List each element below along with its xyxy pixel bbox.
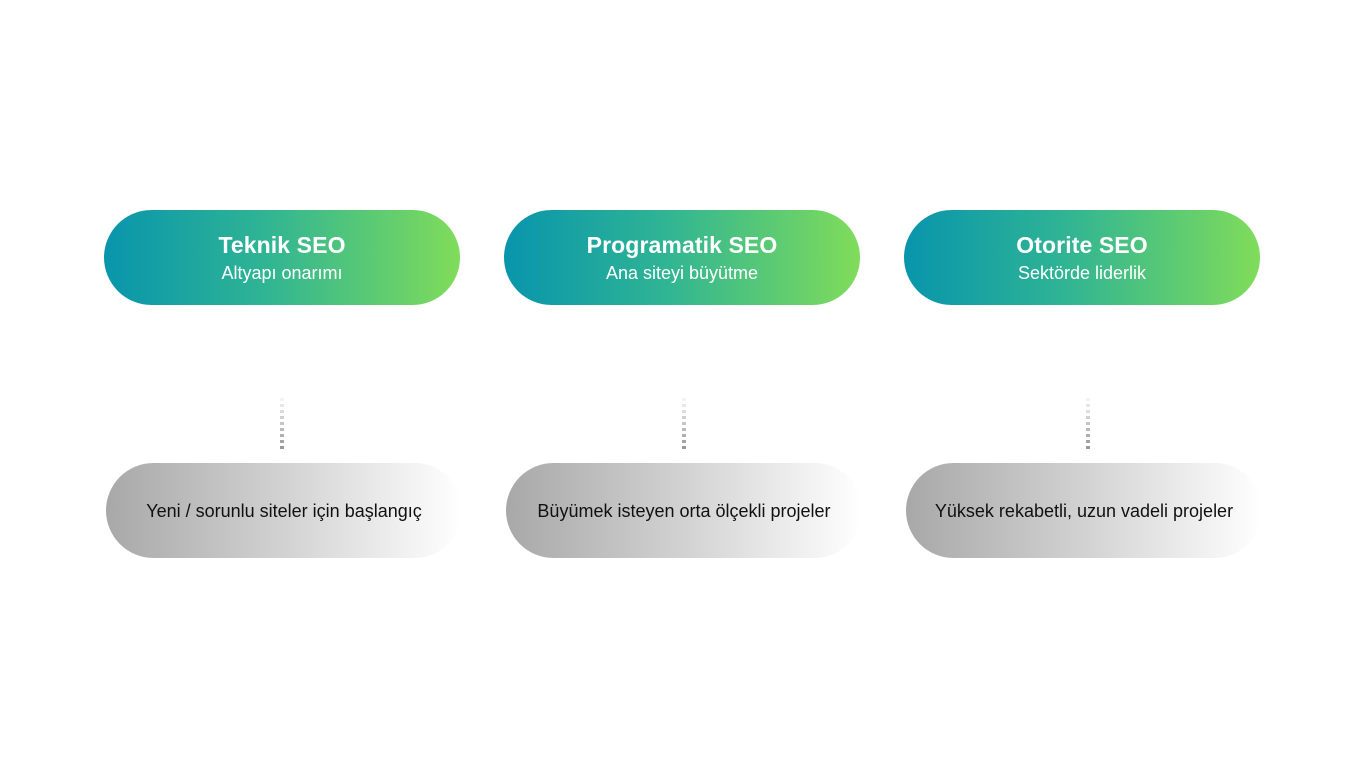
connector-dot bbox=[1086, 398, 1090, 401]
connector-dot bbox=[682, 446, 686, 449]
connector-dot bbox=[682, 398, 686, 401]
connector-dot bbox=[280, 428, 284, 431]
tier-subtitle: Ana siteyi büyütme bbox=[605, 263, 759, 283]
connector-dot bbox=[1086, 416, 1090, 419]
dotted-connector bbox=[682, 398, 686, 452]
tier-subtitle: Sektörde liderlik bbox=[1017, 263, 1147, 283]
connector-dot bbox=[280, 434, 284, 437]
tier-title: Otorite SEO bbox=[1016, 232, 1148, 258]
connector-dot bbox=[1086, 446, 1090, 449]
tier-header-pill: Otorite SEO Sektörde liderlik bbox=[904, 210, 1260, 305]
connector-dot bbox=[280, 416, 284, 419]
connector-dot bbox=[682, 410, 686, 413]
tier-description: Yüksek rekabetli, uzun vadeli projeler bbox=[934, 500, 1234, 521]
connector-dot bbox=[280, 410, 284, 413]
connector-dot bbox=[280, 440, 284, 443]
connector-dot bbox=[1086, 410, 1090, 413]
connector-dot bbox=[280, 404, 284, 407]
tier-description-pill: Yüksek rekabetli, uzun vadeli projeler bbox=[906, 463, 1262, 558]
connector-dot bbox=[280, 422, 284, 425]
connector-dot bbox=[1086, 404, 1090, 407]
tier-description: Büyümek isteyen orta ölçekli projeler bbox=[537, 500, 831, 521]
tier-title: Teknik SEO bbox=[218, 232, 346, 258]
connector-dot bbox=[682, 416, 686, 419]
connector-dot bbox=[682, 428, 686, 431]
connector-dot bbox=[682, 422, 686, 425]
tier-description-pill: Yeni / sorunlu siteler için başlangıç bbox=[106, 463, 462, 558]
connector-dot bbox=[1086, 422, 1090, 425]
dotted-connector bbox=[1086, 398, 1090, 452]
dotted-connector bbox=[280, 398, 284, 452]
tier-header-pill: Teknik SEO Altyapı onarımı bbox=[104, 210, 460, 305]
tier-description: Yeni / sorunlu siteler için başlangıç bbox=[146, 500, 422, 521]
tier-description-pill: Büyümek isteyen orta ölçekli projeler bbox=[506, 463, 862, 558]
connector-dot bbox=[280, 398, 284, 401]
connector-dot bbox=[682, 404, 686, 407]
connector-dot bbox=[682, 440, 686, 443]
connector-dot bbox=[1086, 434, 1090, 437]
column-programatik-seo: Programatik SEO Ana siteyi büyütme Büyüm… bbox=[504, 0, 862, 768]
connector-dot bbox=[1086, 428, 1090, 431]
column-otorite-seo: Otorite SEO Sektörde liderlik Yüksek rek… bbox=[904, 0, 1262, 768]
connector-dot bbox=[280, 446, 284, 449]
tier-title: Programatik SEO bbox=[586, 232, 778, 258]
column-teknik-seo: Teknik SEO Altyapı onarımı Yeni / sorunl… bbox=[104, 0, 462, 768]
tier-header-pill: Programatik SEO Ana siteyi büyütme bbox=[504, 210, 860, 305]
tier-subtitle: Altyapı onarımı bbox=[221, 263, 343, 283]
connector-dot bbox=[1086, 440, 1090, 443]
connector-dot bbox=[682, 434, 686, 437]
